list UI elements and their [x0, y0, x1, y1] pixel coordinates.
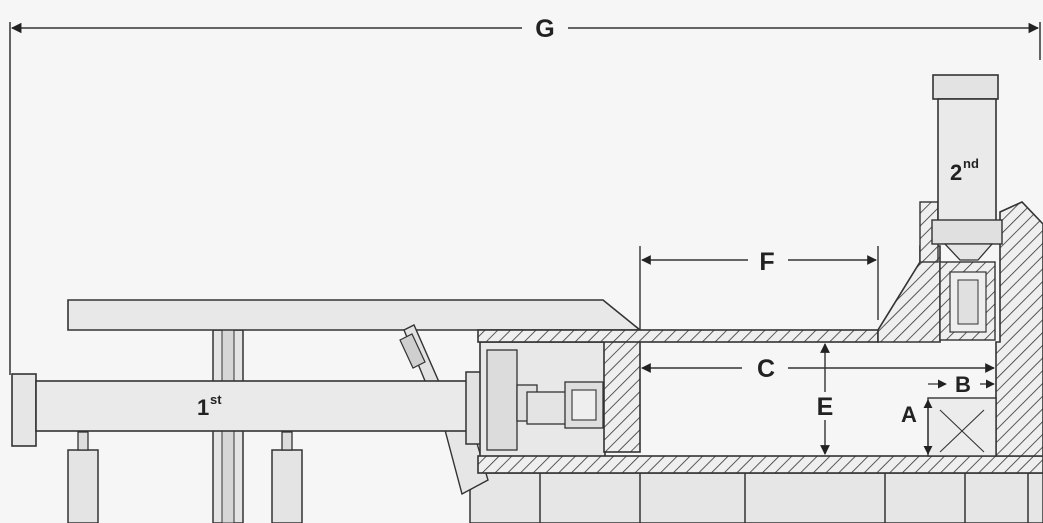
- dimension-g: G: [9, 15, 1041, 375]
- feed-platform: [67, 299, 643, 331]
- dimension-b: B: [928, 372, 995, 397]
- label-second-cylinder-sup: nd: [963, 156, 979, 171]
- ram-platen: [603, 339, 641, 453]
- second-cylinder: 2 nd: [931, 74, 1003, 341]
- label-first-cylinder: 1: [197, 395, 209, 420]
- end-wall-right: [995, 201, 1043, 457]
- label-c: C: [757, 355, 775, 383]
- dimension-e: E: [817, 343, 834, 455]
- ejection-gate: [927, 397, 997, 457]
- label-e: E: [817, 393, 834, 421]
- dimension-c: C: [641, 355, 995, 383]
- dimension-f: F: [639, 246, 879, 330]
- chamber-bottom-wall: [477, 455, 1043, 474]
- chamber-top-wall: [477, 329, 879, 343]
- label-second-cylinder: 2: [950, 160, 962, 185]
- first-cylinder: 1 st: [11, 371, 489, 447]
- label-b: B: [955, 372, 971, 397]
- base-frame: [469, 472, 1043, 523]
- label-f: F: [759, 248, 774, 276]
- ram-assembly: [479, 339, 641, 458]
- dimension-a: A: [901, 399, 933, 455]
- label-first-cylinder-sup: st: [210, 392, 222, 407]
- label-a: A: [901, 402, 917, 427]
- label-g: G: [535, 15, 554, 43]
